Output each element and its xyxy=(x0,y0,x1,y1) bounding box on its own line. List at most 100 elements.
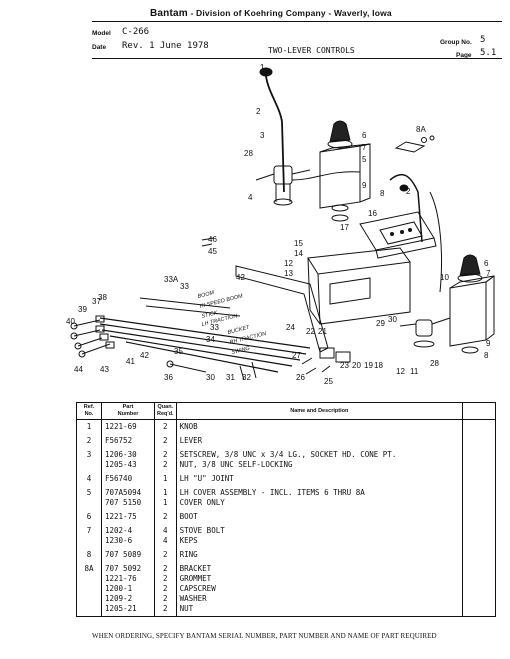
extra-cell xyxy=(462,510,496,524)
callout-14: 14 xyxy=(294,249,303,258)
cable-label-stick: STICK xyxy=(201,310,218,320)
callout-6: 6 xyxy=(362,131,367,140)
callout-3: 3 xyxy=(260,131,265,140)
callout-39: 39 xyxy=(78,305,87,314)
callout-12b: 12 xyxy=(396,367,405,376)
callout-18: 18 xyxy=(374,361,383,370)
callout-8a: 8A xyxy=(416,125,426,134)
part-number-line: 1209-2 xyxy=(105,594,133,603)
quantity-line: 1 xyxy=(163,474,168,483)
callout-4: 4 xyxy=(248,193,253,202)
ref-number-cell: 8 xyxy=(76,548,102,562)
part-number-line: 707A5094 xyxy=(105,488,142,497)
part-number-cell: 1221-69 xyxy=(101,419,155,434)
extra-cell xyxy=(462,562,496,617)
quantity-line: 2 xyxy=(163,512,168,521)
callout-33b: 33 xyxy=(210,323,219,332)
description-line: WASHER xyxy=(179,594,207,603)
callout-6b: 6 xyxy=(484,259,489,268)
extra-cell xyxy=(462,472,496,486)
extra-cell xyxy=(462,448,496,472)
description-line: SETSCREW, 3/8 UNC x 3/4 LG., SOCKET HD. … xyxy=(179,450,397,459)
description-cell: LH COVER ASSEMBLY - INCL. ITEMS 6 THRU 8… xyxy=(175,486,464,510)
part-number-cell: 707 5089 xyxy=(101,548,155,562)
description-line: GROMMET xyxy=(179,574,212,583)
description-line: LH "U" JOINT xyxy=(179,474,234,483)
ref-number-cell: 4 xyxy=(76,472,102,486)
callout-19: 19 xyxy=(364,361,373,370)
description-line: BRACKET xyxy=(179,564,212,573)
quantity-line: 2 xyxy=(163,594,168,603)
section-title: TWO-LEVER CONTROLS xyxy=(268,46,355,55)
date-label: Date xyxy=(92,44,107,51)
cable-label-swing: SWING xyxy=(231,345,251,356)
description-line: RING xyxy=(179,550,198,559)
description-line: COVER ONLY xyxy=(179,498,225,507)
quantity-line: 2 xyxy=(163,450,168,459)
quantity-line: 2 xyxy=(163,460,168,469)
description-cell: RING xyxy=(175,548,464,562)
ref-column-header: Ref. No. xyxy=(76,402,102,420)
callout-34: 34 xyxy=(206,335,215,344)
description-cell: LH "U" JOINT xyxy=(175,472,464,486)
callout-10: 10 xyxy=(440,273,449,282)
part-number-cell: F56740 xyxy=(101,472,155,486)
callout-28: 28 xyxy=(244,149,253,158)
part-number-line: 1221-69 xyxy=(105,422,137,431)
description-cell: LEVER xyxy=(175,434,464,448)
callout-24: 24 xyxy=(286,323,295,332)
part-number-line: 707 5092 xyxy=(105,564,142,573)
callout-28b: 28 xyxy=(430,359,439,368)
table-header-row: Ref. No. Part Number Quan. Req'd. Name a… xyxy=(76,402,496,420)
division-line: - Division of Koehring Company - Waverly… xyxy=(190,8,392,18)
description-cell: KNOB xyxy=(175,419,464,434)
part-number-line: F56752 xyxy=(105,436,133,445)
callout-1: 1 xyxy=(260,63,265,72)
callout-37: 37 xyxy=(92,297,101,306)
part-number-line: 1205-43 xyxy=(105,460,137,469)
callout-7: 7 xyxy=(362,143,367,152)
callout-42b: 42 xyxy=(140,351,149,360)
callout-11: 11 xyxy=(410,367,419,376)
model-label: Model xyxy=(92,30,111,37)
callout-5: 5 xyxy=(362,155,367,164)
callout-42: 42 xyxy=(236,273,245,282)
quantity-column-header: Quan. Req'd. xyxy=(154,402,177,420)
callout-26: 26 xyxy=(296,373,305,382)
quantity-line: 2 xyxy=(163,564,168,573)
date-value: Rev. 1 June 1978 xyxy=(122,41,209,51)
part-number-line: 1205-21 xyxy=(105,604,137,613)
quantity-cell: 1 xyxy=(154,472,177,486)
callout-38: 38 xyxy=(98,293,107,302)
callout-32: 32 xyxy=(242,373,251,382)
part-number-cell: F56752 xyxy=(101,434,155,448)
part-number-line: 1230-6 xyxy=(105,536,133,545)
part-number-line: 1202-4 xyxy=(105,526,133,535)
description-line: LEVER xyxy=(179,436,203,445)
callout-40: 40 xyxy=(66,317,75,326)
description-line: KEPS xyxy=(179,536,198,545)
callout-44: 44 xyxy=(74,365,83,374)
extra-cell xyxy=(462,486,496,510)
quantity-cell: 2 xyxy=(154,434,177,448)
extra-cell xyxy=(462,524,496,548)
group-value: 5 xyxy=(480,35,486,45)
header-bottom-rule xyxy=(92,58,502,59)
ref-number-cell: 2 xyxy=(76,434,102,448)
description-line: LH COVER ASSEMBLY - INCL. ITEMS 6 THRU 8… xyxy=(179,488,365,497)
quantity-line: 2 xyxy=(163,422,168,431)
ref-number-cell: 3 xyxy=(76,448,102,472)
